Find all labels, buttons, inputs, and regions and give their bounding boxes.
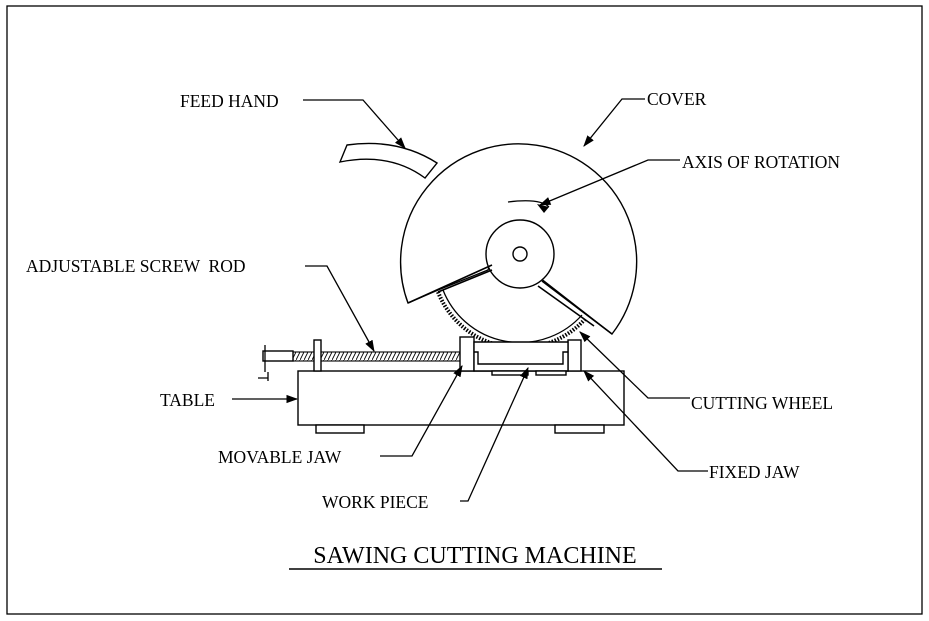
drawing-frame	[6, 5, 923, 615]
rod-support	[313, 339, 322, 372]
label-axis-of-rotation: AXIS OF ROTATION	[682, 152, 840, 172]
rotation-arrow	[507, 200, 550, 208]
label-table: TABLE	[160, 390, 215, 410]
fixed-jaw	[567, 339, 582, 372]
label-adjustable-screw-rod: ADJUSTABLE SCREW ROD	[26, 256, 245, 276]
table-foot-right	[554, 424, 605, 434]
screw-crank	[258, 345, 269, 381]
label-work-piece: WORK PIECE	[322, 492, 428, 512]
label-fixed-jaw: FIXED JAW	[709, 462, 800, 482]
label-movable-jaw: MOVABLE JAW	[218, 447, 342, 467]
label-feed-hand: FEED HAND	[180, 91, 279, 111]
label-cutting-wheel: CUTTING WHEEL	[691, 393, 833, 413]
diagram-title: SAWING CUTTING MACHINE	[313, 543, 636, 569]
table	[297, 370, 625, 426]
feed-hand	[338, 142, 439, 179]
cutting-wheel-rim-inner	[442, 289, 583, 344]
screw-handle	[262, 350, 294, 362]
wheel-axle	[512, 246, 528, 262]
table-foot-left	[315, 424, 365, 434]
rotation-arrowhead	[537, 204, 549, 213]
work-piece	[473, 341, 569, 372]
sawing-machine	[258, 142, 638, 434]
label-cover: COVER	[647, 89, 707, 109]
leader-lines	[232, 98, 708, 502]
cutting-wheel-rim	[436, 291, 588, 350]
movable-jaw	[459, 336, 475, 372]
